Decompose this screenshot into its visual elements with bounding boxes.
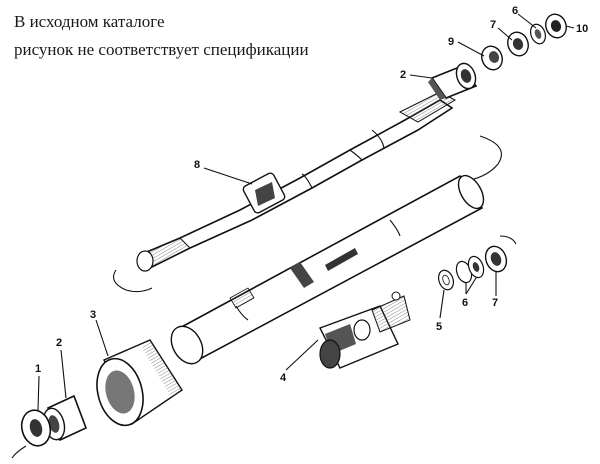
catalog-note-line-2: рисунок не соответствует спецификации — [14, 40, 309, 59]
callout-9: 9 — [448, 36, 454, 48]
cone-part-3 — [96, 339, 183, 427]
column-tube — [170, 174, 485, 365]
rotation-arrow-left — [113, 269, 153, 293]
leader-lines — [37, 13, 575, 411]
universal-joint-part-4 — [319, 291, 411, 369]
rotation-arrow-bottom — [11, 445, 27, 459]
lower-seal-part-7 — [484, 245, 508, 273]
callout-1: 1 — [35, 363, 41, 375]
upper-bearing-part-2 — [428, 62, 478, 100]
callout-3: 3 — [90, 309, 96, 321]
callout-6-lower: 6 — [462, 297, 468, 309]
callout-5: 5 — [436, 321, 442, 333]
callout-4: 4 — [280, 372, 287, 384]
upper-shaft-part-8 — [136, 91, 457, 272]
ring-part-1 — [20, 409, 52, 447]
upper-ring-part-9 — [481, 45, 503, 71]
catalog-note-line-1: В исходном каталоге — [14, 12, 165, 31]
washer-part-5 — [437, 269, 455, 291]
callout-8: 8 — [194, 159, 200, 171]
callout-6-upper: 6 — [512, 5, 518, 17]
callout-7-lower: 7 — [492, 297, 498, 309]
lower-rings-part-6 — [455, 255, 485, 284]
callout-7-upper: 7 — [490, 19, 496, 31]
nut-part-10 — [545, 13, 567, 39]
rotation-arrow-upper — [469, 135, 502, 181]
callout-2-upper: 2 — [400, 69, 406, 81]
rotation-arrow-right — [499, 235, 517, 245]
callout-2-lower: 2 — [56, 337, 62, 349]
callout-10: 10 — [576, 23, 588, 35]
upper-seal-part-7 — [507, 31, 529, 57]
upper-washer-part-6 — [529, 23, 547, 45]
